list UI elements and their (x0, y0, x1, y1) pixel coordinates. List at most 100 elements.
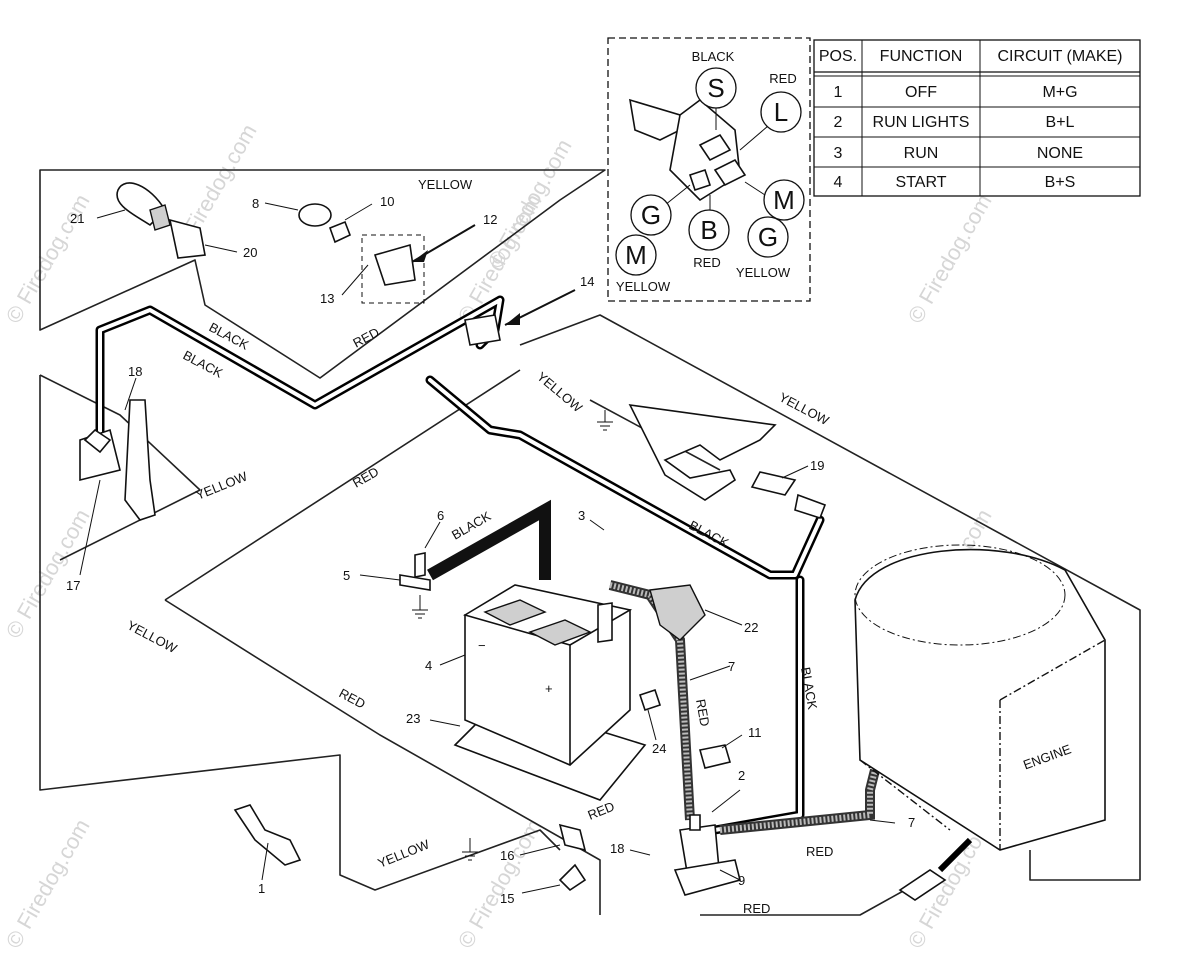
table-cell: OFF (905, 84, 937, 101)
terminal-b-label: B (700, 215, 717, 245)
terminal-g (747, 216, 789, 258)
callouts: 1 2 3 4 5 6 7 7 8 9 10 11 12 13 14 15 16… (66, 194, 915, 906)
wire-label: BLACK (798, 666, 820, 711)
table-cell: M+G (1042, 84, 1077, 101)
table-cell: B+S (1045, 174, 1076, 191)
yellow-harness-left (39, 375, 561, 891)
terminal-b (688, 209, 730, 251)
wire-label: RED (806, 844, 833, 859)
callout-number: 14 (580, 274, 594, 289)
callout-number: 7 (728, 659, 735, 674)
ignition-switch-12 (373, 243, 416, 286)
switch-inset: S L G B M M G BLACK RED RED YELLOW YELLO… (607, 37, 811, 302)
terminal-s (695, 67, 737, 109)
callout-number: 5 (343, 568, 350, 583)
clip-16 (558, 823, 587, 852)
callout-number: 8 (252, 196, 259, 211)
clip-15 (558, 863, 587, 892)
terminal-m-label: M (773, 185, 795, 215)
wire-label: YELLOW (777, 389, 833, 428)
wire-label: RED (743, 901, 770, 916)
battery-negative-mark: − (478, 638, 486, 653)
terminal-s-label: S (707, 73, 724, 103)
table-cell: 4 (834, 174, 843, 191)
callout-number: 6 (437, 508, 444, 523)
callout-number: 3 (578, 508, 585, 523)
callout-number: 2 (738, 768, 745, 783)
table-cell: 1 (834, 84, 843, 101)
cap-11 (698, 744, 732, 769)
callout-number: 10 (380, 194, 394, 209)
engine-red-cable (719, 768, 880, 835)
callout-number: 22 (744, 620, 758, 635)
callout-number: 17 (66, 578, 80, 593)
terminal-b-color: RED (693, 255, 720, 270)
plug-1 (233, 804, 302, 866)
terminal-m-label: M (625, 240, 647, 270)
connector-14 (464, 314, 501, 346)
light-bulb-21 (116, 182, 206, 259)
function-table: POS. FUNCTION CIRCUIT (MAKE) 1 OFF M+G 2… (813, 39, 1141, 197)
wire-label: RED (586, 799, 617, 823)
terminal-l-label: L (774, 97, 788, 127)
bezel-8 (298, 203, 332, 227)
ground-symbol (462, 838, 478, 861)
watermark: © Firedog.com (903, 190, 997, 328)
nut-10 (328, 220, 352, 244)
bolt-3 (597, 602, 613, 643)
callout-number: 4 (425, 658, 432, 673)
mounting-bracket (628, 404, 777, 501)
callout-number: 12 (483, 212, 497, 227)
wire-label: RED (350, 464, 381, 491)
callout-number: 21 (70, 211, 84, 226)
terminal-g-label: G (641, 200, 661, 230)
table-cell: B+L (1046, 114, 1075, 131)
callout-number: 7 (908, 815, 915, 830)
table-cell: 3 (834, 145, 843, 162)
watermark: © Firedog.com (453, 815, 547, 953)
wire-label: RED (693, 698, 713, 728)
wire-label: YELLOW (534, 369, 586, 416)
left-panel-outline (39, 374, 201, 561)
terminal-m-color: YELLOW (616, 279, 671, 294)
connector-19 (750, 471, 827, 519)
wire-label: YELLOW (418, 177, 473, 192)
black-wire-vertical (710, 575, 805, 835)
terminal-g-color: YELLOW (736, 265, 791, 280)
terminal-l-color: RED (769, 71, 796, 86)
table-cell: 2 (834, 114, 843, 131)
wire-label: RED (337, 685, 368, 711)
table-cell: RUN LIGHTS (873, 114, 970, 131)
battery: − + (453, 584, 647, 801)
black-wire-upper (95, 295, 505, 445)
terminal-g-label: G (758, 222, 778, 252)
callout-number: 18 (610, 841, 624, 856)
callout-number: 23 (406, 711, 420, 726)
table-header: POS. (819, 48, 857, 65)
callout-number: 18 (128, 364, 142, 379)
callout-number: 9 (738, 873, 745, 888)
terminal-l (760, 91, 802, 133)
ground-symbol (412, 595, 428, 619)
wire-label: YELLOW (125, 617, 181, 656)
solenoid (673, 814, 741, 896)
callout-number: 20 (243, 245, 257, 260)
battery-boot (649, 584, 706, 641)
watermark: © Firedog.com (483, 135, 577, 273)
terminal-s-color: BLACK (692, 49, 735, 64)
callout-leaders (79, 202, 896, 894)
callout-number: 1 (258, 881, 265, 896)
wire-label: RED (350, 325, 381, 351)
bolt-6 (414, 552, 426, 578)
callout-number: 13 (320, 291, 334, 306)
terminal-g (630, 194, 672, 236)
seat-switch-17 (79, 399, 156, 521)
red-harness-lower (164, 599, 601, 915)
yellow-harness-right (519, 314, 1141, 881)
callout-number: 16 (500, 848, 514, 863)
table-cell: RUN (904, 145, 939, 162)
engine: ENGINE (854, 544, 1106, 901)
watermark: © Firedog.com (1, 815, 95, 953)
table-header: CIRCUIT (MAKE) (997, 48, 1122, 65)
